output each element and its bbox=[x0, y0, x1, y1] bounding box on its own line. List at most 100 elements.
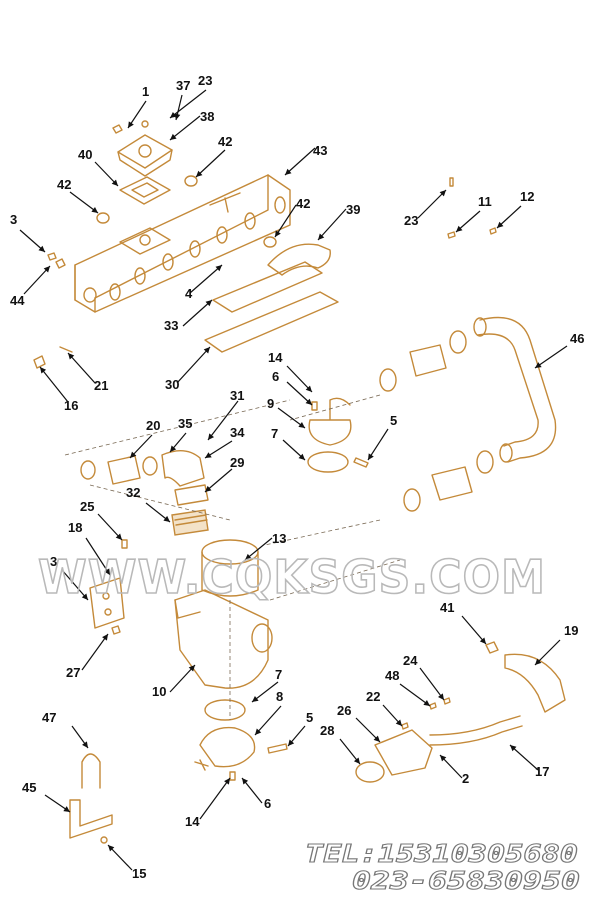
callout-11: 11 bbox=[478, 194, 492, 209]
o-ring-42c bbox=[263, 236, 277, 248]
callout-7: 7 bbox=[275, 667, 282, 682]
fitting-41 bbox=[485, 641, 499, 654]
leader-line bbox=[317, 208, 347, 241]
pin-21 bbox=[59, 346, 73, 353]
leader-arrowhead bbox=[174, 113, 181, 120]
flange-26 bbox=[374, 729, 433, 776]
callout-29: 29 bbox=[230, 455, 244, 470]
callout-2: 2 bbox=[462, 771, 469, 786]
callout-5: 5 bbox=[306, 710, 313, 725]
leader-arrowhead bbox=[298, 422, 305, 428]
flange-8 bbox=[199, 726, 256, 768]
bolt-1 bbox=[112, 124, 123, 134]
callout-3: 3 bbox=[10, 212, 17, 227]
bolt-27 bbox=[111, 625, 121, 635]
contact-tel: TEL:15310305680 bbox=[305, 839, 578, 868]
callout-23: 23 bbox=[198, 73, 212, 88]
leader-arrowhead bbox=[373, 735, 380, 742]
callout-6: 6 bbox=[264, 796, 271, 811]
callout-9: 9 bbox=[267, 396, 274, 411]
leader-arrowhead bbox=[188, 665, 195, 672]
bolt-22 bbox=[401, 722, 409, 730]
leader-line bbox=[509, 744, 539, 771]
callout-33: 33 bbox=[164, 318, 178, 333]
leader-arrowhead bbox=[318, 233, 325, 240]
callout-18: 18 bbox=[68, 520, 82, 535]
callout-47: 47 bbox=[42, 710, 56, 725]
callout-17: 17 bbox=[535, 764, 549, 779]
gasket-40 bbox=[119, 176, 171, 205]
leader-arrowhead bbox=[275, 230, 281, 237]
callout-10: 10 bbox=[152, 684, 166, 699]
hose-19 bbox=[504, 653, 566, 713]
leader-line bbox=[207, 400, 239, 441]
callout-42: 42 bbox=[57, 177, 71, 192]
plate-33 bbox=[212, 261, 323, 313]
leader-arrowhead bbox=[170, 111, 177, 118]
leader-line bbox=[61, 569, 89, 601]
o-ring-42a bbox=[184, 175, 198, 187]
leader-arrowhead bbox=[242, 778, 249, 785]
leader-line bbox=[169, 664, 196, 693]
bolt-44 bbox=[55, 258, 66, 269]
leader-line bbox=[81, 633, 109, 671]
leader-line bbox=[199, 777, 231, 820]
leader-arrowhead bbox=[130, 451, 137, 458]
callout-28: 28 bbox=[320, 723, 334, 738]
leader-arrowhead bbox=[111, 179, 118, 186]
leader-line bbox=[254, 705, 282, 736]
callout-25: 25 bbox=[80, 499, 94, 514]
seal-7a bbox=[307, 451, 349, 473]
leader-arrowhead bbox=[438, 693, 444, 700]
callout-15: 15 bbox=[132, 866, 146, 881]
callout-5: 5 bbox=[390, 413, 397, 428]
leader-arrowhead bbox=[305, 398, 312, 405]
leader-arrowhead bbox=[170, 445, 177, 452]
intake-connectors bbox=[80, 450, 205, 487]
leader-arrowhead bbox=[205, 485, 212, 492]
leader-arrowhead bbox=[535, 362, 542, 368]
callout-21: 21 bbox=[94, 378, 108, 393]
callout-24: 24 bbox=[403, 653, 418, 668]
callout-16: 16 bbox=[64, 398, 78, 413]
bolt-6b bbox=[229, 771, 236, 781]
gasket-30 bbox=[204, 291, 339, 353]
callout-27: 27 bbox=[66, 665, 80, 680]
callout-6: 6 bbox=[272, 369, 279, 384]
leader-arrowhead bbox=[353, 757, 360, 764]
leader-arrowhead bbox=[63, 806, 70, 812]
leader-arrowhead bbox=[128, 121, 134, 128]
leader-arrowhead bbox=[423, 700, 430, 706]
leader-arrowhead bbox=[439, 190, 446, 197]
leader-line bbox=[367, 428, 389, 461]
leader-arrowhead bbox=[205, 452, 212, 458]
nut-15 bbox=[100, 836, 108, 844]
leader-lines bbox=[19, 89, 568, 871]
bolt-23 bbox=[449, 177, 454, 187]
leader-arrowhead bbox=[215, 265, 222, 272]
leader-line bbox=[417, 189, 447, 219]
leader-line bbox=[23, 265, 51, 295]
leader-arrowhead bbox=[479, 637, 486, 644]
bolt-5a bbox=[353, 457, 369, 468]
leader-line bbox=[399, 683, 431, 707]
leader-arrowhead bbox=[196, 170, 203, 177]
callout-12: 12 bbox=[520, 189, 534, 204]
leader-line bbox=[67, 352, 96, 384]
o-ring-42b bbox=[96, 212, 110, 224]
leader-line bbox=[182, 299, 213, 327]
callout-31: 31 bbox=[230, 388, 244, 403]
contact-phone: 023-65830950 bbox=[352, 866, 580, 895]
leader-line bbox=[189, 264, 223, 294]
leader-arrowhead bbox=[40, 367, 47, 374]
callout-14: 14 bbox=[185, 814, 200, 829]
u-bolt-47 bbox=[81, 753, 101, 789]
leader-line bbox=[85, 537, 111, 576]
exhaust-manifold bbox=[74, 174, 291, 313]
callout-37: 37 bbox=[176, 78, 190, 93]
leader-arrowhead bbox=[170, 133, 177, 140]
callout-40: 40 bbox=[78, 147, 92, 162]
callout-32: 32 bbox=[126, 485, 140, 500]
